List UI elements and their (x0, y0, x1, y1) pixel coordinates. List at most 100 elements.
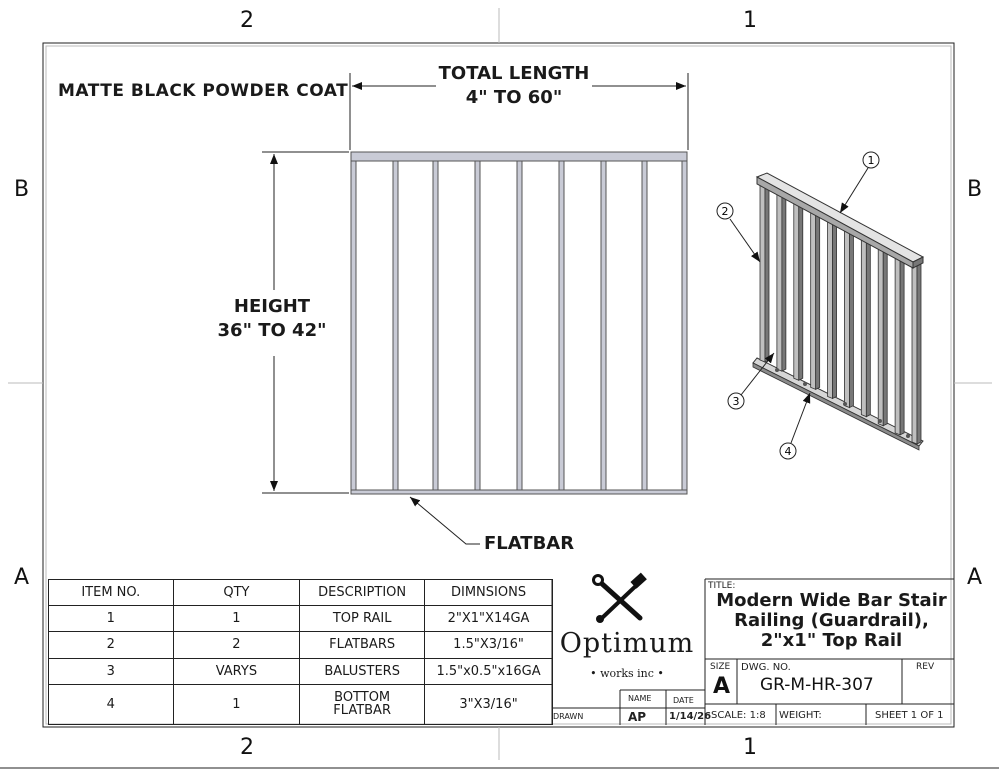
bom-cell: 2"X1"X14GA (424, 605, 553, 633)
length-label: TOTAL LENGTH 4" TO 60" (414, 62, 614, 110)
drawing-title: Modern Wide Bar Stair Railing (Guardrail… (709, 591, 954, 651)
length-label-text: TOTAL LENGTH (438, 63, 590, 84)
end-flatbar-right (681, 160, 688, 491)
title-block-lines (551, 578, 954, 725)
zone-top-left: 2 (240, 8, 254, 33)
height-label-text: HEIGHT (233, 296, 311, 317)
zone-right-b: B (967, 177, 983, 202)
bom-cell: 3 (48, 657, 174, 685)
drawn-date: 1/14/26 (669, 711, 712, 722)
title-label: TITLE: (708, 581, 736, 591)
zone-left-a: A (14, 565, 30, 590)
zone-bottom-left: 2 (240, 735, 254, 760)
iso-baluster (776, 190, 787, 372)
flatbar-label: FLATBAR (484, 533, 575, 554)
company-logo-subtitle: • works inc • (590, 667, 664, 680)
bom-cell: 1.5"X3/16" (424, 631, 553, 659)
size-label: SIZE (710, 662, 731, 672)
baluster (558, 160, 565, 491)
drawn-label: DRAWN (553, 712, 584, 721)
flatbar-leader (409, 496, 480, 545)
balloon-1: 1 (839, 151, 880, 214)
bom-cell: FLATBARS (299, 631, 426, 659)
baluster (641, 160, 648, 491)
bom-cell: TOP RAIL (299, 605, 426, 633)
baluster (474, 160, 481, 491)
bom-cell: 1 (172, 683, 301, 726)
bom-cell: BALUSTERS (299, 657, 426, 685)
bom-header: QTY (172, 578, 301, 607)
baluster (516, 160, 523, 491)
railing-isometric-view (752, 172, 925, 451)
iso-baluster (860, 236, 871, 418)
svg-text:2: 2 (722, 205, 729, 218)
iso-baluster (894, 254, 905, 436)
zone-left-b: B (14, 177, 30, 202)
balloon-4: 4 (779, 392, 811, 460)
baluster (432, 160, 439, 491)
bill-of-materials: ITEM NO. QTY DESCRIPTION DIMNSIONS 1 1 T… (48, 578, 553, 726)
iso-baluster (810, 208, 821, 390)
company-logo-name: Optimum (559, 628, 695, 659)
scale-text: SCALE: 1:8 (711, 710, 766, 721)
bom-cell: 2 (172, 631, 301, 659)
bom-cell: VARYS (172, 657, 301, 685)
title-line-3: 2"x1" Top Rail (760, 630, 903, 651)
bom-header-row: ITEM NO. QTY DESCRIPTION DIMNSIONS (48, 578, 553, 607)
table-row: 3 VARYS BALUSTERS 1.5"x0.5"x16GA (48, 657, 553, 685)
bom-cell: BOTTOM FLATBAR (299, 683, 426, 726)
dwg-no-label: DWG. NO. (741, 662, 791, 673)
iso-baluster (877, 245, 888, 427)
finish-note: MATTE BLACK POWDER COAT (58, 81, 349, 101)
bottom-flatbar (350, 489, 688, 495)
title-line-2: Railing (Guardrail), (734, 610, 929, 631)
iso-baluster (793, 199, 804, 381)
svg-text:3: 3 (733, 395, 740, 408)
zone-top-right: 1 (743, 8, 757, 33)
bom-header: DIMNSIONS (424, 578, 553, 607)
iso-baluster (827, 217, 837, 400)
length-value-text: 4" TO 60" (465, 87, 563, 108)
svg-text:1: 1 (868, 154, 875, 167)
table-row: 2 2 FLATBARS 1.5"X3/16" (48, 631, 553, 659)
bom-header: ITEM NO. (48, 578, 174, 607)
bom-cell: 1 (48, 605, 174, 633)
bom-cell: 1.5"x0.5"x16GA (424, 657, 553, 685)
height-label: HEIGHT 36" TO 42" (202, 295, 342, 343)
drawn-name: AP (628, 710, 647, 724)
table-row: 4 1 BOTTOM FLATBAR 3"X3/16" (48, 683, 553, 726)
railing-front-view (350, 151, 688, 495)
title-line-1: Modern Wide Bar Stair (716, 590, 947, 611)
balloon-2: 2 (716, 202, 761, 263)
zone-bottom-right: 1 (743, 735, 757, 760)
bom-cell: 4 (48, 683, 174, 726)
baluster (600, 160, 607, 491)
bom-header: DESCRIPTION (299, 578, 426, 607)
size-value: A (713, 674, 731, 699)
iso-baluster (759, 181, 770, 363)
sheet-text: SHEET 1 OF 1 (875, 710, 944, 721)
top-rail (350, 151, 688, 162)
bom-cell: 1 (172, 605, 301, 633)
length-dimension (349, 73, 689, 150)
height-dimension (262, 151, 349, 494)
iso-baluster (844, 226, 854, 409)
height-value-text: 36" TO 42" (217, 320, 327, 341)
iso-baluster (911, 263, 922, 445)
zone-right-a: A (967, 565, 983, 590)
rev-label: REV (916, 662, 935, 672)
table-row: 1 1 TOP RAIL 2"X1"X14GA (48, 605, 553, 633)
name-label: NAME (628, 694, 652, 703)
bom-cell: 3"X3/16" (424, 683, 553, 726)
hammer-wrench-icon (592, 572, 647, 623)
balusters (392, 160, 648, 491)
end-flatbar-left (350, 160, 357, 491)
bom-cell: 2 (48, 631, 174, 659)
baluster (392, 160, 399, 491)
date-label: DATE (673, 696, 694, 705)
balloon-3: 3 (727, 352, 775, 410)
weight-label: WEIGHT: (779, 710, 822, 721)
dwg-no-value: GR-M-HR-307 (760, 675, 874, 695)
svg-text:4: 4 (785, 445, 792, 458)
